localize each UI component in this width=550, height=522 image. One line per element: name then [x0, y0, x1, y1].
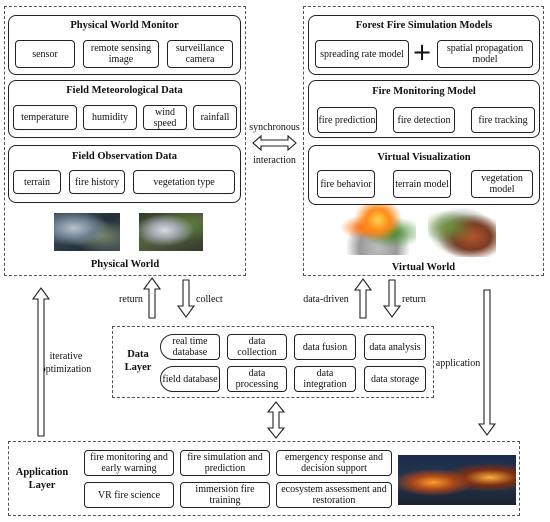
fire-monitoring-early-warning-box: fire monitoring and early warning	[84, 450, 174, 476]
remote-sensing-image-box: remote sensing image	[83, 40, 159, 68]
real-time-database: real time database	[160, 334, 220, 360]
physical-world-label: Physical World	[90, 259, 160, 270]
return-left-label: return	[119, 294, 143, 305]
data-integration-box: data integration	[294, 366, 356, 392]
return-right-down-arrow	[382, 279, 402, 318]
application-down-arrow	[477, 289, 497, 436]
vr-fire-science-box: VR fire science	[84, 482, 174, 508]
sensor-box: sensor	[15, 40, 75, 68]
wind-speed-box: wind speed	[143, 105, 187, 130]
data-storage-box: data storage	[364, 366, 426, 392]
field-observation-data-group: Field Observation Data terrain fire hist…	[8, 145, 241, 203]
ecosystem-assessment-restoration-box: ecosystem assessment and restoration	[276, 482, 392, 508]
spatial-propagation-model-box: spatial propagation model	[437, 40, 533, 68]
field-observation-data-title: Field Observation Data	[72, 151, 177, 162]
data-processing-box: data processing	[227, 366, 287, 392]
vegetation-model-box: vegetation model	[471, 170, 533, 198]
vegetation-type-box: vegetation type	[133, 170, 235, 194]
data-analysis-box: data analysis	[364, 334, 426, 360]
data-layer-panel	[112, 326, 434, 398]
data-layer-label: Data Layer	[124, 349, 152, 373]
fire-tracking-box: fire tracking	[471, 107, 535, 133]
field-meteorological-data-title: Field Meteorological Data	[66, 85, 183, 96]
plus-icon: +	[411, 38, 433, 66]
fire-monitoring-model-group: Fire Monitoring Model fire prediction fi…	[308, 80, 540, 138]
interaction-label: interaction	[253, 155, 296, 166]
iterative-optimization-up-arrow	[31, 287, 51, 437]
virtual-world-panel	[303, 6, 544, 276]
return-right-label: return	[402, 294, 426, 305]
collect-down-arrow	[176, 279, 196, 318]
physical-world-image-1	[54, 213, 120, 251]
data-driven-label: data-driven	[303, 294, 349, 305]
application-layer-panel	[8, 441, 520, 516]
application-layer-label: Application Layer	[15, 467, 69, 491]
data-collection-box: data collection	[227, 334, 287, 360]
fire-simulation-prediction-box: fire simulation and prediction	[180, 450, 270, 476]
data-fusion-box: data fusion	[294, 334, 356, 360]
forest-fire-simulation-models-title: Forest Fire Simulation Models	[355, 20, 493, 31]
emergency-response-decision-support-box: emergency response and decision support	[276, 450, 392, 476]
return-left-up-arrow	[142, 277, 162, 319]
synchronous-double-arrow	[252, 134, 297, 152]
fire-history-box: fire history	[69, 170, 125, 194]
fire-prediction-box: fire prediction	[317, 107, 377, 133]
fire-detection-box: fire detection	[393, 107, 455, 133]
data-application-double-arrow	[266, 401, 286, 439]
terrain-model-box: terrain model	[393, 170, 451, 198]
field-meteorological-data-group: Field Meteorological Data temperature hu…	[8, 80, 241, 138]
surveillance-camera-box: surveillance camera	[167, 40, 233, 68]
fire-behavior-box: fire behavior	[317, 170, 375, 198]
synchronous-label: synchronous	[249, 122, 300, 133]
rainfall-box: rainfall	[193, 105, 237, 130]
spreading-rate-model-box: spreading rate model	[315, 40, 409, 68]
physical-world-panel	[4, 6, 246, 276]
physical-world-image-2	[139, 213, 203, 251]
terrain-box: terrain	[13, 170, 61, 194]
iterative-optimization-label: iterative optimization	[40, 351, 92, 375]
fire-monitoring-model-title: Fire Monitoring Model	[372, 86, 476, 97]
physical-world-monitor-group: Physical World Monitor sensor remote sen…	[8, 15, 241, 75]
physical-world-monitor-title: Physical World Monitor	[70, 20, 179, 31]
data-driven-up-arrow	[353, 278, 373, 319]
field-database: field database	[160, 366, 220, 392]
immersion-fire-training-box: immersion fire training	[180, 482, 270, 508]
terrain-render	[428, 207, 496, 257]
virtual-world-label: Virtual World	[391, 262, 456, 273]
virtual-visualization-group: Virtual Visualization fire behavior terr…	[308, 145, 540, 205]
collect-label: collect	[196, 294, 223, 305]
temperature-box: temperature	[13, 105, 77, 130]
humidity-box: humidity	[83, 105, 137, 130]
fire-simulation-render	[340, 205, 416, 255]
application-screenshot-image	[398, 455, 516, 505]
forest-fire-simulation-models-group: Forest Fire Simulation Models spreading …	[308, 15, 540, 75]
virtual-visualization-title: Virtual Visualization	[377, 152, 471, 163]
application-label: application	[435, 358, 481, 369]
